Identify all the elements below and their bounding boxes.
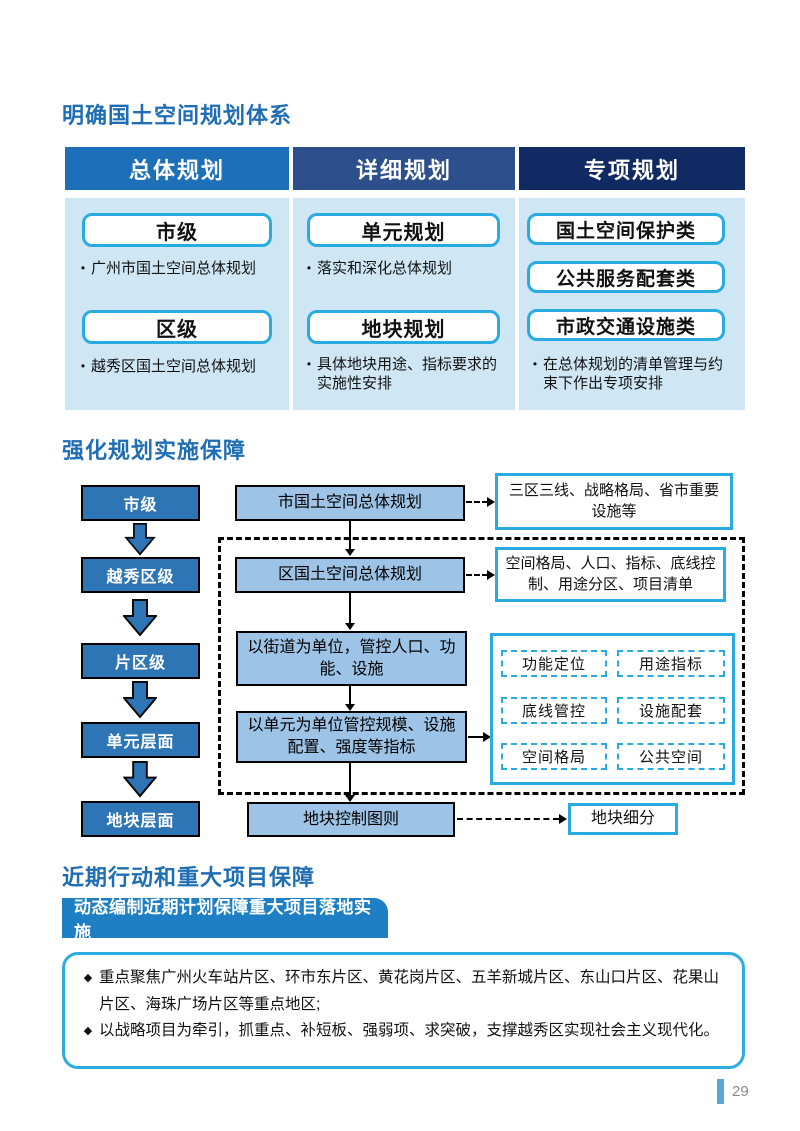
pill-land-protection: 国土空间保护类 [527,213,725,245]
down-block-arrow-icon [123,599,157,637]
dashed-arrow-line [466,574,488,576]
down-arrow-icon [345,549,355,556]
note-three-zones: 三区三线、战略格局、省市重要设施等 [495,473,733,530]
table-header-master-plan: 总体规划 [65,147,289,190]
bullet-plot-plan: • 具体地块用途、指标要求的实施性安排 [301,356,509,394]
right-arrow-icon [559,814,567,824]
bullet-text: 具体地块用途、指标要求的实施性安排 [317,356,498,392]
down-block-arrow-icon [123,761,157,798]
bullet-text: 在总体规划的清单管理与约束下作出专项安排 [543,356,724,392]
right-arrow-icon [483,732,491,742]
bullet-text: 越秀区国土空间总体规划 [91,358,257,375]
section1-title: 明确国土空间规划体系 [62,103,293,128]
bullet-city-plan: • 广州市国土空间总体规划 [75,260,281,279]
list-item: ◆ 以战略项目为牵引，抓重点、补短板、强弱项、求突破，支撑越秀区实现社会主义现代… [77,1018,726,1045]
bullet-dot-icon: • [306,357,312,371]
bullet-dot-icon: ◆ [83,972,93,984]
grid-item-function: 功能定位 [501,650,607,677]
section3-banner: 动态编制近期计划保障重大项目落地实施 [62,898,388,942]
down-block-arrow-icon [123,681,157,719]
level-subarea: 片区级 [81,643,200,679]
connector-line [349,593,351,624]
down-arrow-icon [345,795,355,802]
list-item: ◆ 重点聚焦广州火车站片区、环市东片区、黄花岗片区、五羊新城片区、东山口片区、花… [77,965,726,1018]
bullet-district-plan: • 越秀区国土空间总体规划 [75,358,281,377]
pill-municipal-transport: 市政交通设施类 [527,309,725,341]
bullet-text: 广州市国土空间总体规划 [91,260,257,277]
level-yuexiu-district: 越秀区级 [81,557,200,593]
grid-item-facility: 设施配套 [617,697,725,724]
bullet-dot-icon: ◆ [83,1025,93,1038]
bullet-special-plan: • 在总体规划的清单管理与约束下作出专项安排 [527,356,737,394]
bullet-dot-icon: • [80,261,86,275]
pill-unit-plan: 单元规划 [307,213,500,247]
down-arrow-icon [345,704,355,711]
grid-item-spatial: 空间格局 [501,743,607,770]
flow-district-master-plan: 区国土空间总体规划 [235,557,465,593]
table-col-master-plan: 市级 • 广州市国土空间总体规划 区级 • 越秀区国土空间总体规划 [65,198,289,410]
bullet-dot-icon: • [80,359,86,373]
bullet-dot-icon: • [306,261,312,275]
flow-plot-control-chart: 地块控制图则 [247,802,455,837]
level-unit: 单元层面 [81,722,200,758]
section3-title: 近期行动和重大项目保障 [62,865,316,890]
pill-district-level: 区级 [82,310,272,344]
right-arrow-icon [487,570,495,580]
table-header-special-plan: 专项规划 [519,147,745,190]
connector-line [349,686,351,705]
flow-city-master-plan: 市国土空间总体规划 [235,485,465,521]
table-col-special-plan: 国土空间保护类 公共服务配套类 市政交通设施类 • 在总体规划的清单管理与约束下… [519,198,745,410]
down-arrow-icon [345,623,355,630]
bullet-text: 以战略项目为牵引，抓重点、补短板、强弱项、求突破，支撑越秀区实现社会主义现代化。 [99,1022,720,1040]
dashed-arrow-line [457,818,559,820]
key-projects-box: ◆ 重点聚焦广州火车站片区、环市东片区、黄花岗片区、五羊新城片区、东山口片区、花… [62,952,745,1069]
table-header-detailed-plan: 详细规划 [293,147,515,190]
page-number-bar [717,1079,724,1104]
right-arrow-icon [487,497,495,507]
bullet-text: 落实和深化总体规划 [317,260,453,277]
page-number: 29 [732,1083,749,1100]
solid-arrow-line [468,736,484,738]
dashed-arrow-line [466,501,488,503]
pill-public-service: 公共服务配套类 [527,261,725,293]
flow-street-control: 以街道为单位，管控人口、功能、设施 [236,631,467,686]
section2-title: 强化规划实施保障 [62,438,247,463]
grid-item-public-space: 公共空间 [617,743,725,770]
connector-line [349,763,351,796]
bullet-text: 重点聚焦广州火车站片区、环市东片区、黄花岗片区、五羊新城片区、东山口片区、花果山… [99,969,720,1013]
table-col-detailed-plan: 单元规划 • 落实和深化总体规划 地块规划 • 具体地块用途、指标要求的实施性安… [293,198,515,410]
note-spatial-pattern: 空间格局、人口、指标、底线控制、用途分区、项目清单 [495,547,726,602]
plot-subdivision-box: 地块细分 [568,803,678,835]
grid-item-bottom-line: 底线管控 [501,697,607,724]
connector-line [349,521,351,550]
pill-city-level: 市级 [82,213,272,247]
pill-plot-plan: 地块规划 [307,310,500,344]
level-city: 市级 [81,485,200,521]
dashed-boundary-rect [218,537,745,795]
down-block-arrow-icon [124,523,156,556]
flow-unit-control: 以单元为单位管控规模、设施配置、强度等指标 [236,711,467,763]
bullet-dot-icon: • [532,357,538,371]
grid-item-use-index: 用途指标 [617,650,725,677]
bullet-unit-plan: • 落实和深化总体规划 [301,260,509,279]
level-plot: 地块层面 [81,801,200,837]
